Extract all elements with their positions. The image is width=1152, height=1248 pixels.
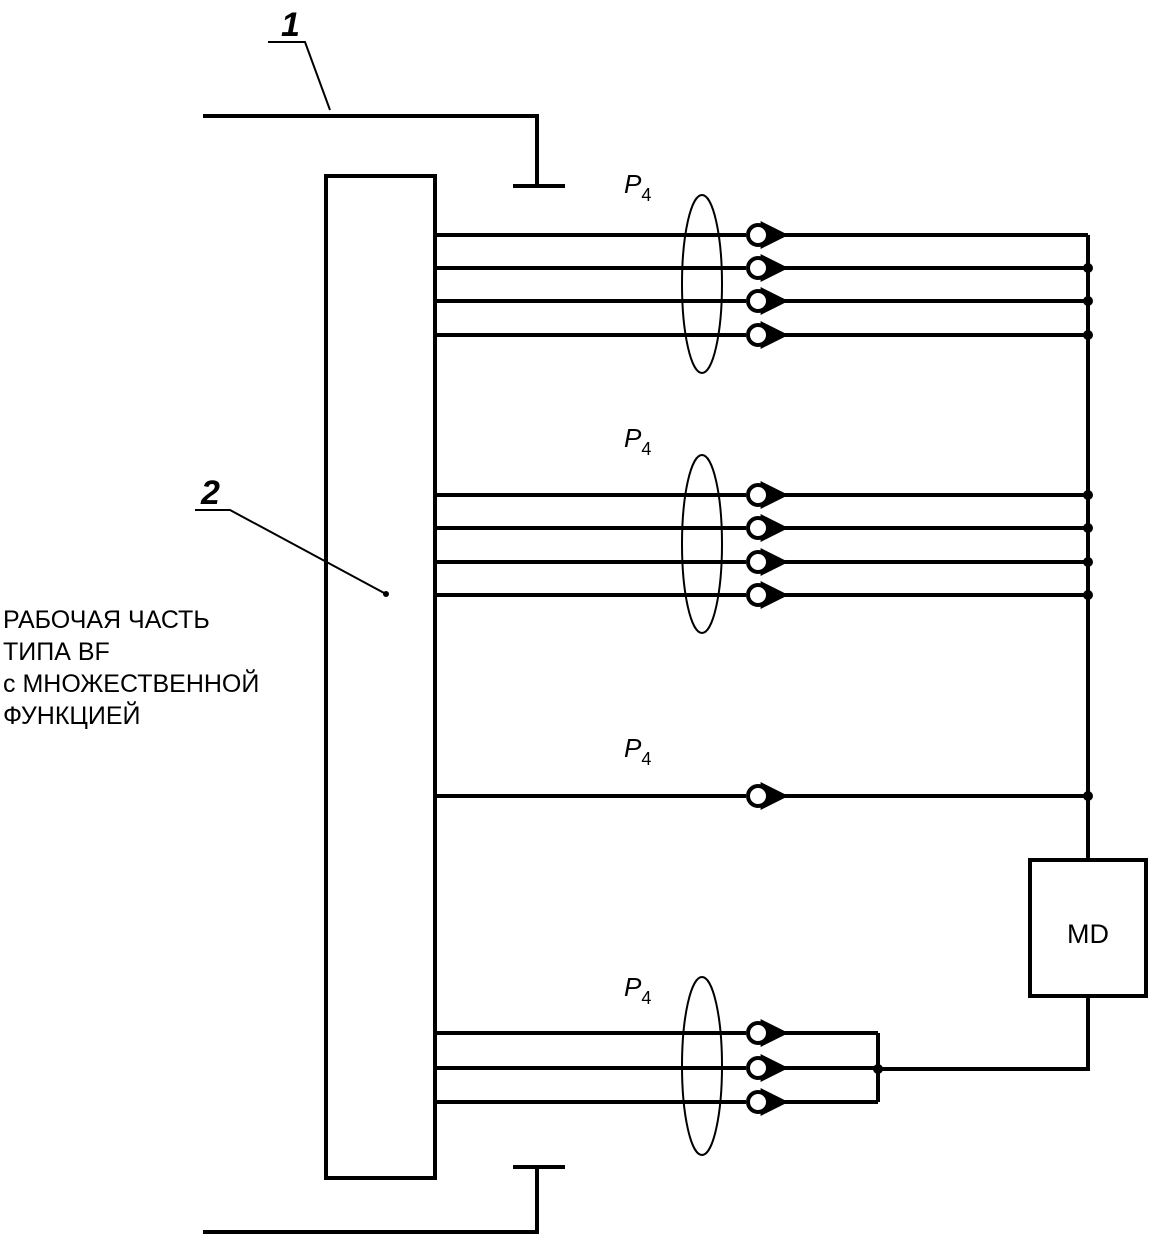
terminal — [746, 516, 770, 540]
terminal — [746, 1021, 770, 1045]
lead-bundle-ellipse — [681, 194, 723, 374]
measuring-device: MD — [1028, 858, 1148, 998]
description-line-1: РАБОЧАЯ ЧАСТЬ — [3, 606, 210, 634]
terminal — [746, 1056, 770, 1080]
terminal — [746, 223, 770, 247]
group-4-label: P4 — [624, 972, 651, 1008]
callout-1: 1 — [268, 6, 331, 111]
terminal — [746, 483, 770, 507]
enclosure-bottom-line — [203, 1167, 539, 1234]
terminal — [746, 256, 770, 280]
group-2-label: P4 — [624, 423, 651, 459]
callout-2-number: 2 — [200, 474, 220, 512]
description-line-3: с МНОЖЕСТВЕННОЙ — [3, 670, 260, 698]
measuring-device-label: MD — [1067, 919, 1109, 949]
terminal — [746, 583, 770, 607]
lead-group-3: P4 — [435, 733, 1093, 810]
description-line-2: ТИПА BF — [3, 638, 110, 666]
lead-group-4: P4 — [435, 972, 883, 1156]
group-1-label: P4 — [624, 169, 651, 205]
group-3-label: P4 — [624, 733, 651, 769]
terminal — [746, 323, 770, 347]
terminal — [746, 1090, 770, 1114]
terminal — [746, 550, 770, 574]
terminal — [746, 289, 770, 313]
terminal — [746, 784, 770, 808]
return-line — [878, 996, 1090, 1071]
lead-group-1: P4 — [435, 169, 1093, 374]
callout-2: 2 — [195, 474, 389, 597]
applied-part-block — [324, 174, 437, 1180]
callout-1-number: 1 — [281, 6, 300, 44]
lead-group-2: P4 — [435, 423, 1093, 634]
enclosure-top-line — [203, 114, 539, 186]
lead-bundle-ellipse — [681, 454, 723, 634]
enclosure — [203, 114, 565, 1234]
lead-bundle-ellipse — [681, 976, 723, 1156]
description-line-4: ФУНКЦИЕЙ — [3, 702, 141, 730]
applied-part-description: РАБОЧАЯ ЧАСТЬ ТИПА BF с МНОЖЕСТВЕННОЙ ФУ… — [3, 604, 259, 732]
